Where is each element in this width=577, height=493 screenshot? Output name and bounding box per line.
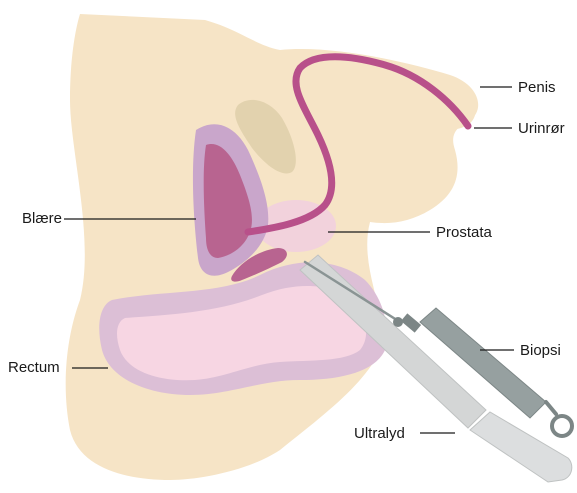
- label-biopsi: Biopsi: [520, 342, 561, 359]
- label-prostata: Prostata: [436, 224, 493, 241]
- ultrasound-handle: [470, 412, 572, 482]
- biopsy-gun-trigger: [546, 402, 556, 414]
- label-urinror: Urinrør: [518, 120, 565, 137]
- biopsy-gun: [420, 308, 546, 418]
- label-ultralyd: Ultralyd: [354, 425, 405, 442]
- biopsy-gun-knob: [393, 317, 403, 327]
- biopsy-gun-ring: [552, 416, 572, 436]
- label-rectum: Rectum: [8, 359, 60, 376]
- label-penis: Penis: [518, 79, 556, 96]
- biopsy-gun-collar: [401, 313, 421, 332]
- label-blaere: Blære: [22, 210, 62, 227]
